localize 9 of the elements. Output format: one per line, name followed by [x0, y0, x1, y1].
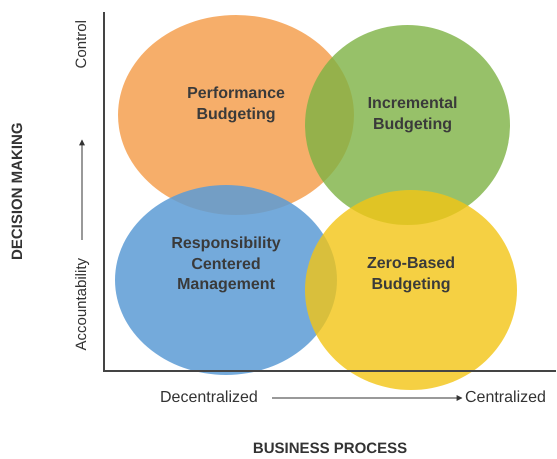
axis-label: Decentralized — [160, 388, 258, 408]
axis-title: BUSINESS PROCESS — [252, 439, 408, 459]
axis-label: Control — [72, 19, 91, 70]
circle-label: Performance Budgeting — [166, 84, 306, 126]
circle-label: Zero-Based Budgeting — [341, 254, 481, 296]
circle-label: Incremental Budgeting — [342, 94, 482, 136]
axis-label: Centralized — [465, 388, 546, 408]
axis-title: DECISION MAKING — [8, 122, 27, 262]
axis-label: Accountability — [72, 256, 91, 353]
